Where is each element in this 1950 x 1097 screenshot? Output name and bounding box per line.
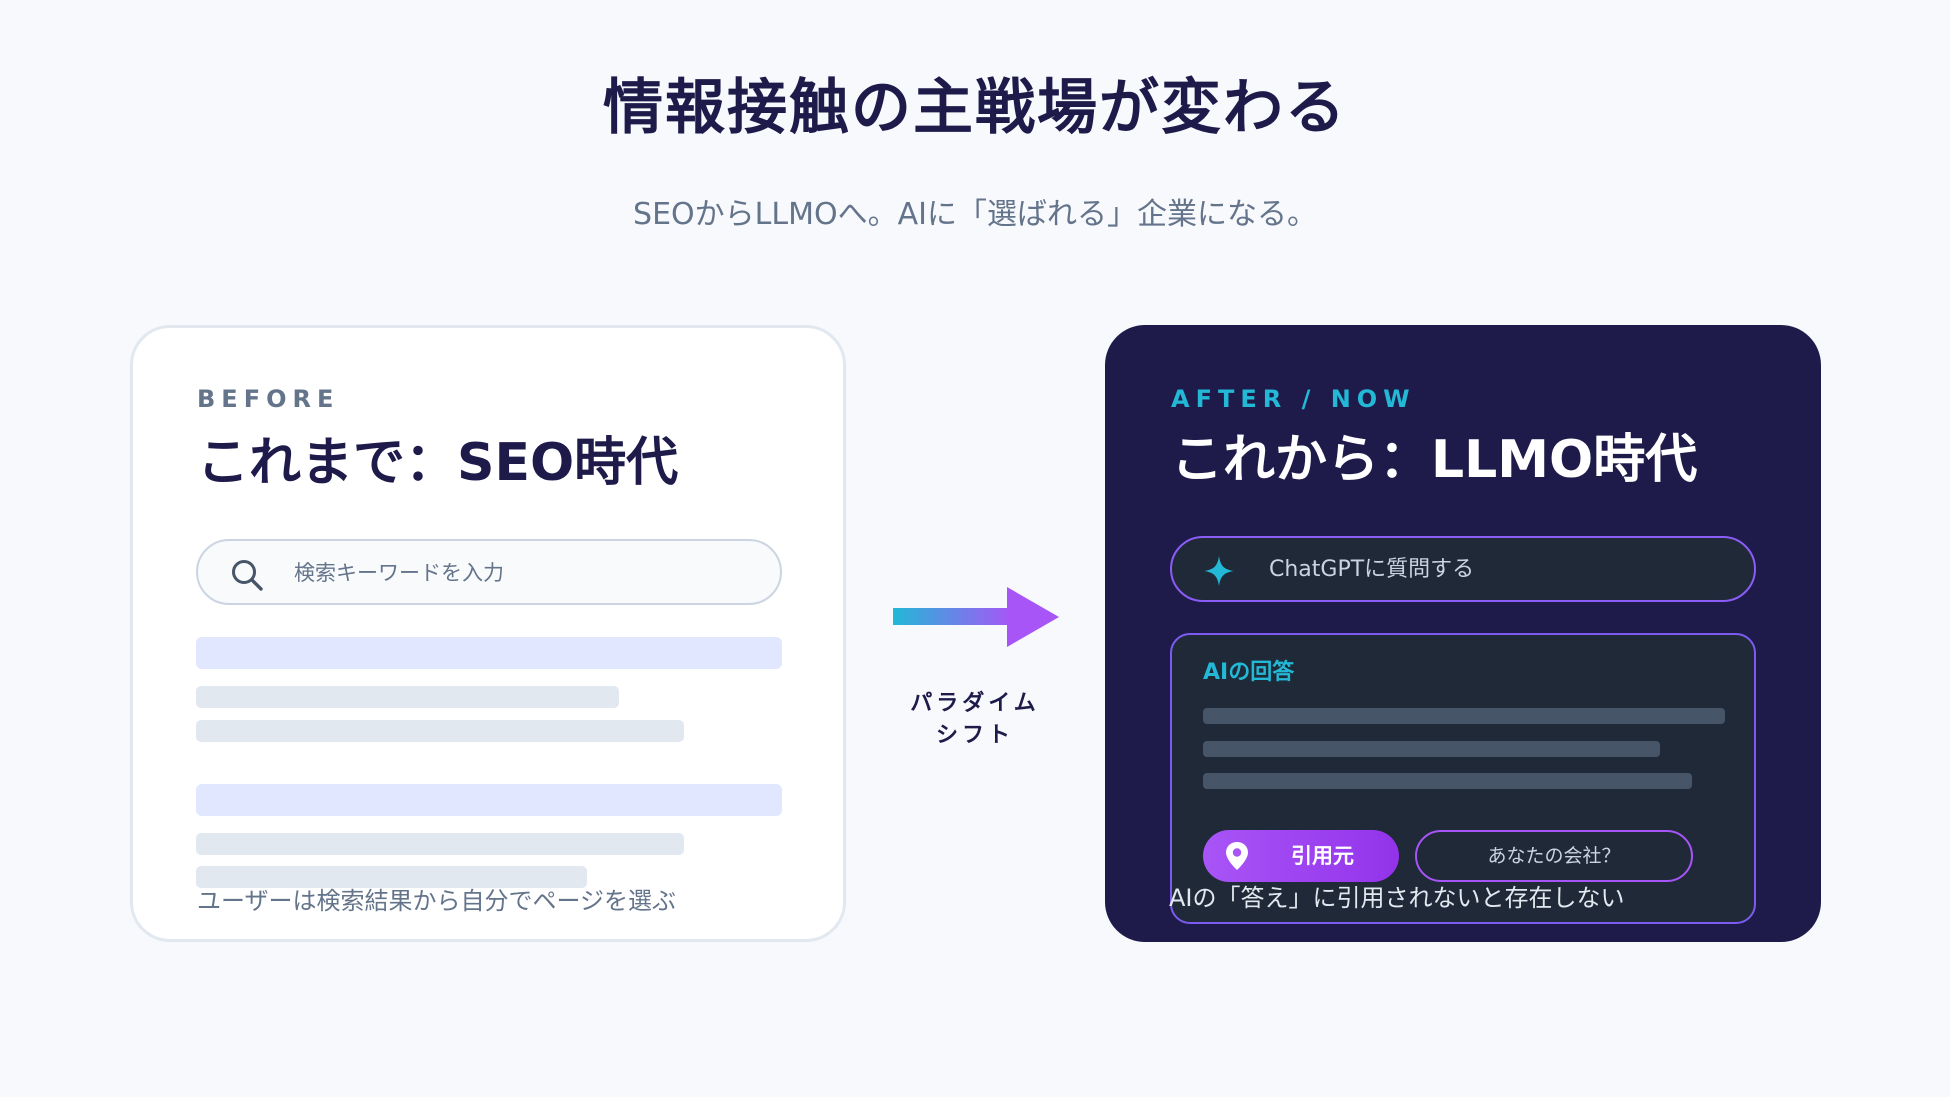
- ai-answer-title: AIの回答: [1203, 660, 1295, 685]
- paradigm-shift-line2: シフト: [935, 723, 1014, 748]
- map-pin-icon: [1226, 842, 1248, 870]
- citation-button[interactable]: 引用元: [1203, 830, 1399, 882]
- answer-text-bar: [1203, 708, 1725, 724]
- result-text-bar: [196, 720, 684, 742]
- page-title: 情報接触の主戦場が変わる: [603, 73, 1347, 143]
- before-caption: ユーザーは検索結果から自分でページを選ぶ: [197, 887, 677, 915]
- after-card: AFTER / NOW これから：LLMO時代 ChatGPTに質問する AIの…: [1105, 325, 1821, 942]
- result-title-bar: [196, 784, 782, 816]
- result-text-bar: [196, 866, 587, 888]
- answer-text-bar: [1203, 773, 1692, 789]
- result-text-bar: [196, 686, 619, 708]
- your-company-button[interactable]: あなたの会社？: [1415, 830, 1693, 882]
- page-subtitle: SEOからLLMOへ。AIに「選ばれる」企業になる。: [633, 197, 1317, 232]
- paradigm-shift-label: パラダイム シフト: [880, 688, 1070, 752]
- arrow-right-icon: [893, 587, 1059, 647]
- result-title-bar: [196, 637, 782, 669]
- sparkle-icon: [1204, 556, 1234, 586]
- search-placeholder: 検索キーワードを入力: [294, 561, 504, 585]
- after-caption: AIの「答え」に引用されないと存在しない: [1169, 884, 1625, 912]
- before-heading: これまで：SEO時代: [197, 433, 679, 493]
- result-text-bar: [196, 833, 684, 855]
- paradigm-shift-line1: パラダイム: [910, 691, 1040, 716]
- chat-placeholder: ChatGPTに質問する: [1269, 557, 1475, 582]
- answer-text-bar: [1203, 741, 1660, 757]
- after-heading: これから：LLMO時代: [1171, 430, 1698, 490]
- after-eyebrow: AFTER / NOW: [1171, 385, 1416, 413]
- citation-label: 引用元: [1291, 844, 1354, 868]
- search-input[interactable]: 検索キーワードを入力: [196, 539, 782, 605]
- ai-answer-panel: AIの回答 引用元 あなたの会社？: [1170, 633, 1756, 924]
- chat-input[interactable]: ChatGPTに質問する: [1170, 536, 1756, 602]
- search-icon: [232, 560, 263, 591]
- before-eyebrow: BEFORE: [197, 385, 340, 413]
- before-card: BEFORE これまで：SEO時代 検索キーワードを入力 ユーザーは検索結果から…: [130, 325, 846, 942]
